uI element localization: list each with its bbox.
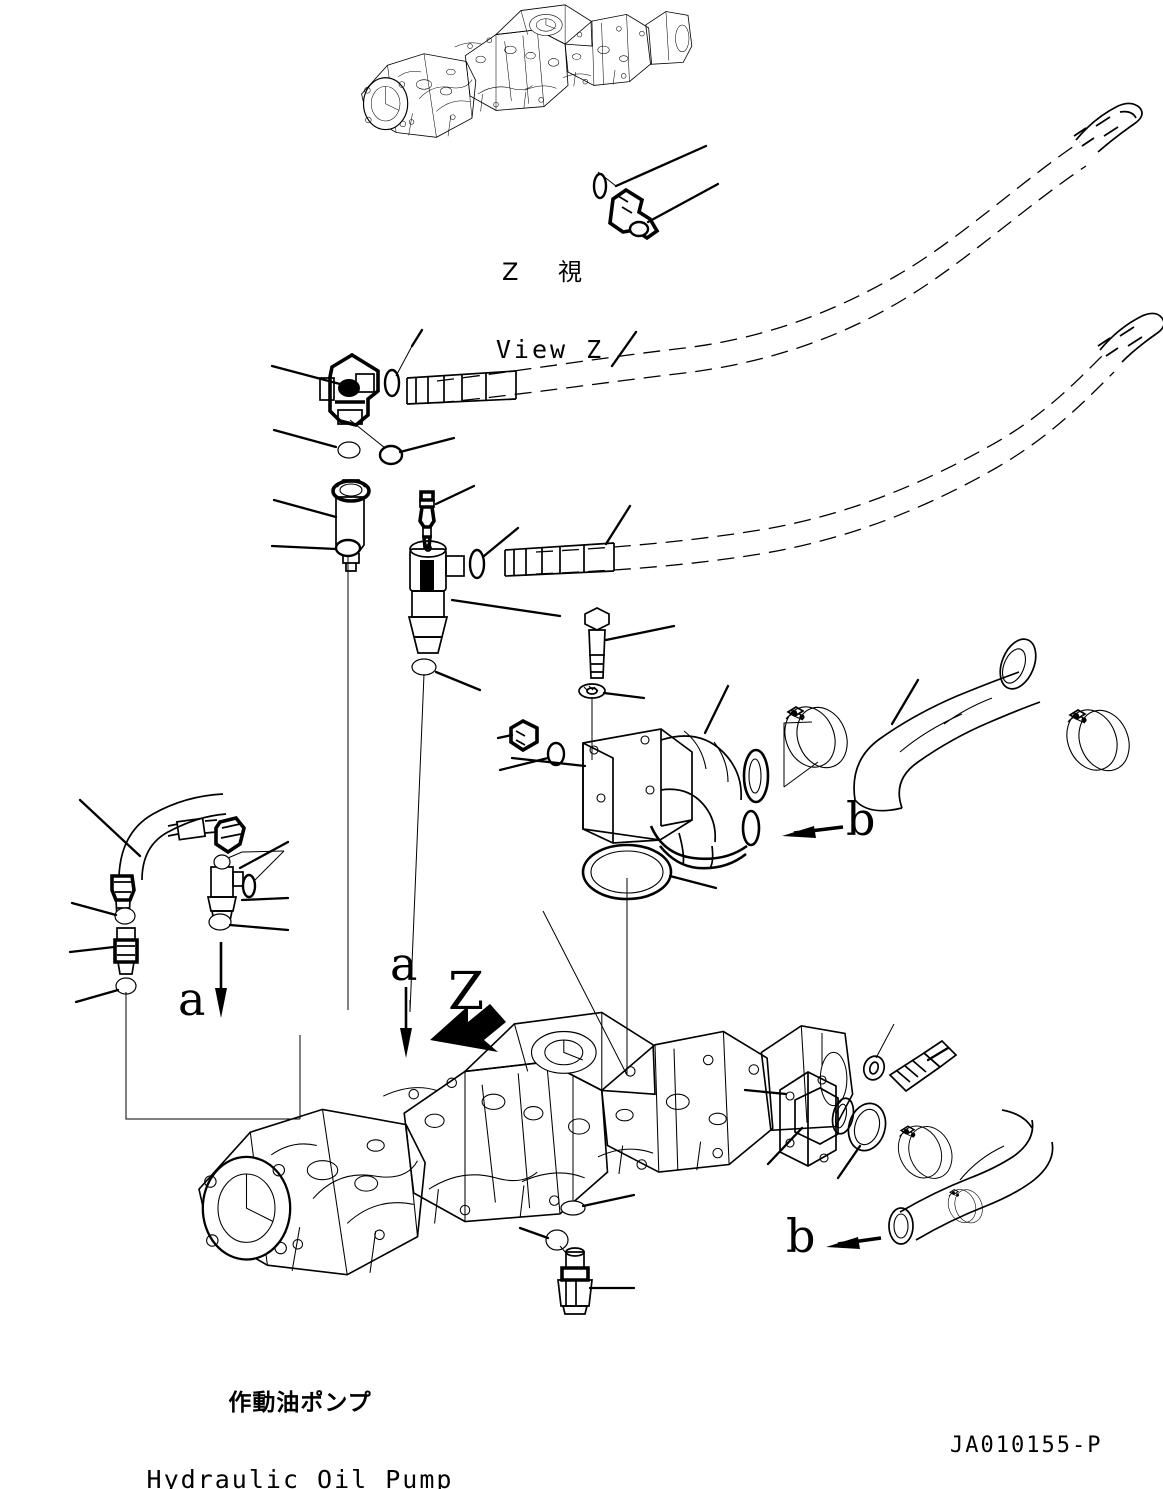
hydraulic-oil-pump-assembly: [197, 1011, 854, 1276]
pressure-sensor-valve: [407, 540, 465, 654]
view-z-label: Z 視 View Z: [460, 207, 640, 416]
o-ring: [208, 913, 232, 931]
hose-clamp: [1057, 701, 1139, 780]
connector-fitting: [206, 866, 244, 922]
adapter-fitting: [113, 927, 139, 975]
o-ring: [628, 220, 650, 238]
drain-plug: [557, 1245, 593, 1315]
tee-block-valve: [319, 352, 380, 427]
callout-b-upper: b: [846, 792, 876, 846]
diagram-title-en: Hydraulic Oil Pump: [146, 1465, 454, 1489]
hydraulic-hose-lower: [504, 312, 1163, 577]
hose-clamp: [890, 1118, 961, 1186]
washer: [862, 1055, 886, 1081]
mounting-bolt: [584, 607, 610, 679]
hex-nut: [509, 718, 539, 753]
washer: [578, 683, 606, 699]
o-ring: [468, 548, 486, 580]
diagram-title-jp: 作動油ポンプ: [228, 1389, 372, 1416]
hydraulic-hose-upper: [406, 102, 1143, 405]
o-ring: [560, 1200, 586, 1216]
suction-tube: [888, 1109, 1054, 1245]
o-ring: [546, 741, 566, 767]
flange-elbow: [779, 1071, 855, 1167]
o-ring: [545, 1229, 569, 1251]
suction-hose-upper: [660, 730, 770, 843]
tube-assembly: [110, 793, 246, 919]
o-ring: [241, 873, 257, 899]
callout-b-lower: b: [786, 1209, 816, 1263]
view-z-label-en: View Z: [495, 335, 605, 365]
o-ring: [383, 368, 401, 398]
o-ring: [378, 444, 404, 466]
view-z-assembly: [361, 4, 693, 138]
diagram-title: 作動油ポンプ Hydraulic Oil Pump: [100, 1338, 500, 1489]
pressure-switch: [331, 479, 371, 572]
plug-screw: [418, 490, 436, 549]
section-arrow-z: [430, 1004, 506, 1052]
bolt: [888, 1039, 958, 1093]
drawing-number: JA010155-P: [950, 1433, 1103, 1458]
o-ring: [213, 854, 231, 870]
o-ring: [115, 977, 137, 995]
view-z-label-jp: Z 視: [501, 257, 599, 286]
o-ring: [337, 441, 361, 459]
view-z-elbow-fitting: [608, 187, 660, 241]
callout-a-left: a: [178, 972, 206, 1026]
o-ring: [847, 1102, 887, 1152]
elbow-suction-hose: [853, 638, 1041, 812]
o-ring: [114, 907, 136, 925]
callout-a-center: a: [390, 937, 418, 991]
o-ring: [592, 172, 608, 200]
suction-manifold-block: [582, 728, 693, 844]
suction-hose-lower: [649, 809, 761, 870]
section-mark-z: Z: [448, 962, 485, 1022]
o-ring: [334, 538, 362, 558]
o-ring: [411, 658, 437, 676]
